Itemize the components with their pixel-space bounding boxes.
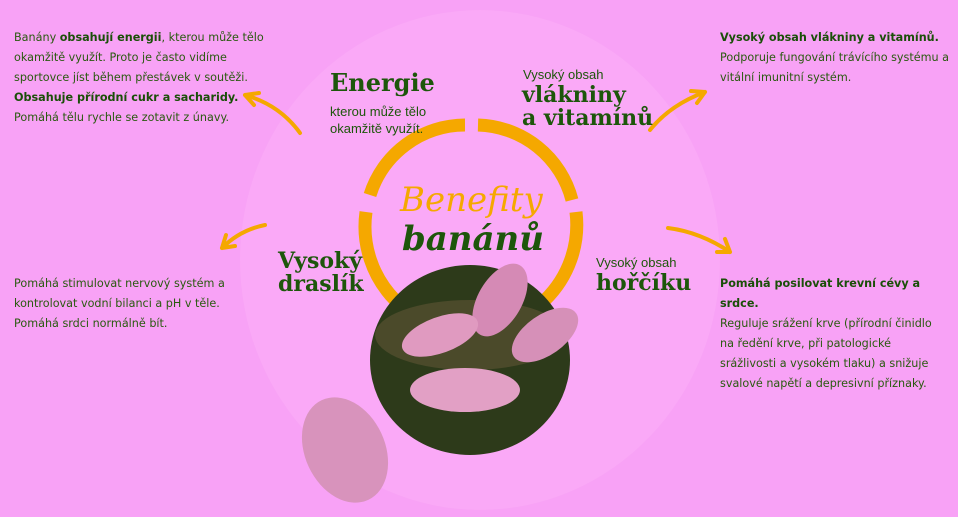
arrow-icon: [666, 226, 732, 254]
ring-segment: [363, 118, 466, 198]
energy-title: Energie: [330, 68, 435, 97]
background-glow: [240, 10, 720, 510]
fiber-pretitle: Vysoký obsah: [523, 67, 604, 82]
ring-segment: [540, 211, 584, 305]
ring-segment: [358, 211, 400, 305]
magnesium-title: hořčíku: [596, 270, 692, 296]
energy-description: Banány obsahují energii, kterou může těl…: [14, 31, 264, 124]
magnesium-pretitle: Vysoký obsah: [596, 255, 677, 270]
banana-bowl-image: [301, 263, 579, 503]
center-title-benefity: Benefity: [400, 180, 543, 220]
arrow-icon: [243, 91, 302, 135]
fiber-description: Vysoký obsah vlákniny a vitamínů. Podpor…: [720, 31, 950, 84]
benefits-ring: [358, 118, 584, 305]
center-title-bananu: banánů: [402, 219, 544, 259]
magnesium-description: Pomáhá posilovat krevní cévy a srdce. Re…: [720, 277, 932, 390]
ring-segment: [477, 118, 579, 202]
arrow-icon: [648, 89, 707, 132]
arrow-icon: [220, 223, 267, 250]
potassium-description: Pomáhá stimulovat nervový systém a kontr…: [14, 277, 225, 330]
